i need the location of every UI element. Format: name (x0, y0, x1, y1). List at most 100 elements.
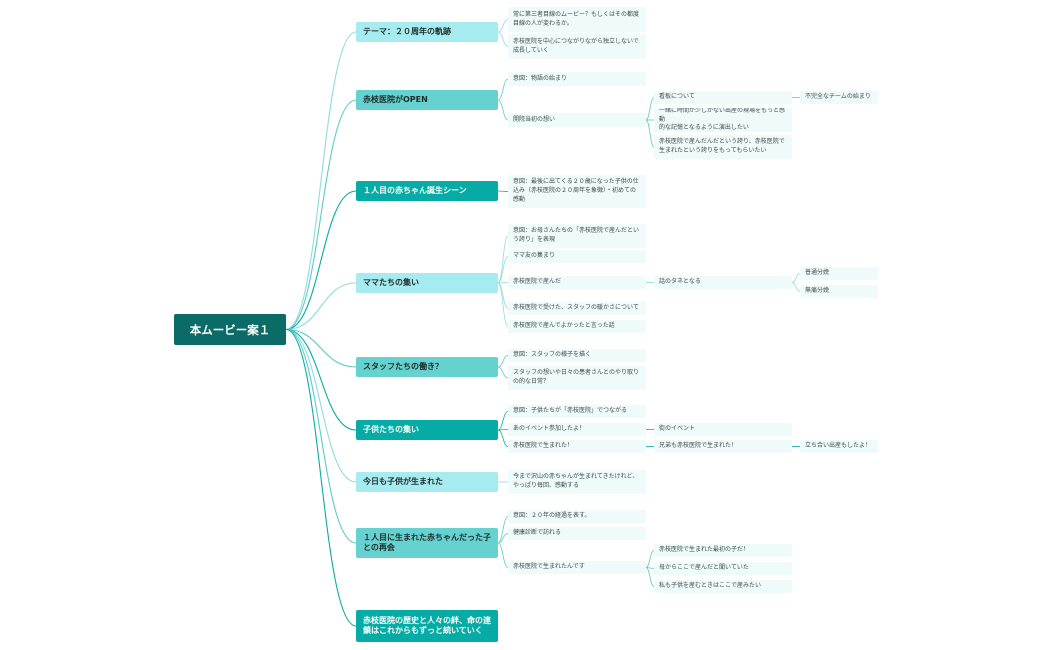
mindmap-node-b4d[interactable]: 赤枝医院で受けた、スタッフの暖かさについて (508, 302, 646, 315)
node-label: 常に第三者目線のムービー？もしくはその都度 目線の人が変わるか。 (513, 10, 640, 27)
connector-b1b (497, 31, 509, 47)
connector-b4a (497, 235, 509, 284)
mindmap-node-b4c1a[interactable]: 普通分娩 (800, 267, 878, 280)
mindmap-node-b6[interactable]: 子供たちの集い (356, 420, 498, 440)
mindmap-node-b7[interactable]: 今日も子供が生まれた (356, 472, 498, 492)
node-label: 意図：スタッフの様子を描く (513, 351, 592, 359)
node-label: 赤枝医院で産んでよかったと言った話 (513, 322, 615, 330)
connector-b6c (497, 429, 509, 447)
mindmap-node-b4a[interactable]: 意図：お母さんたちの「赤枝医院で産んだとい う誇り」を表現 (508, 224, 646, 248)
node-label: 看板について (659, 93, 695, 101)
mindmap-node-b8c3[interactable]: 私も子供を産むときはここで産みたい (654, 580, 792, 593)
mindmap-node-b6b[interactable]: あのイベント参加したよ！ (508, 423, 646, 436)
connector-b5 (285, 328, 357, 368)
mindmap-node-b2b3[interactable]: 赤枝医院で産んだんだという誇り、赤枝医院で 生まれたという誇りをもってもらいたい (654, 135, 792, 159)
mindmap-node-b5a[interactable]: 意図：スタッフの様子を描く (508, 349, 646, 362)
mindmap-node-b3[interactable]: １人目の赤ちゃん誕生シーン (356, 181, 498, 201)
node-label: 赤枝医院で産んだんだという誇り、赤枝医院で 生まれたという誇りをもってもらいたい (659, 138, 785, 154)
node-label: ママたちの集い (363, 277, 419, 287)
node-label: 意図：お母さんたちの「赤枝医院で産んだとい う誇り」を表現 (513, 227, 640, 243)
mindmap-node-b1[interactable]: テーマ：２０周年の軌跡 (356, 22, 498, 42)
connector-b6 (285, 328, 357, 431)
connector-b8b (497, 533, 509, 544)
node-label: 話のタネとなる (659, 278, 701, 286)
connector-b8c (497, 542, 509, 568)
mindmap-node-b8[interactable]: １人目に生まれた赤ちゃんだった子 との再会 (356, 528, 498, 558)
mindmap-node-b1a[interactable]: 常に第三者目線のムービー？もしくはその都度 目線の人が変わるか。 (508, 7, 646, 32)
mindmap-node-b4c[interactable]: 赤枝医院で産んだ (508, 276, 646, 289)
node-label: 今まで沢山の赤ちゃんが生まれてきたけれど、 やっぱり毎回、感動する (513, 473, 639, 489)
mindmap-node-b6c1[interactable]: 兄弟も赤枝医院で生まれた！ (654, 440, 792, 453)
mindmap-node-b4e[interactable]: 赤枝医院で産んでよかったと言った話 (508, 320, 646, 333)
connector-b8a (497, 516, 509, 544)
mindmap-node-b2b2[interactable]: 一緒に時間が少しかない出産の現場をもっと感動 的な記憶となるように演出したい (654, 108, 792, 132)
node-label: 赤枝医院の歴史と人々の絆、命の連 鎖はこれからもずっと続いていく (363, 615, 491, 636)
connector-b6a (497, 411, 509, 431)
mindmap-node-b6c1a[interactable]: 立ち合い出産もしたよ！ (800, 440, 878, 453)
connector-b4 (285, 282, 357, 331)
mindmap-node-root[interactable]: 本ムービー案１ (174, 314, 286, 345)
connector-b2b (497, 99, 509, 121)
connector-b4c1b (791, 282, 801, 292)
connector-b7 (285, 328, 357, 483)
mindmap-node-b5[interactable]: スタッフたちの働き？ (356, 357, 498, 377)
mindmap-node-b3a[interactable]: 意図：最後に出てくる２０歳になった子供の仕 込み（赤枝医院の２０周年を象徴）・初… (508, 175, 646, 208)
node-label: あのイベント参加したよ！ (513, 425, 586, 433)
connector-b5b (497, 366, 509, 379)
node-label: 開院当初の想い (513, 115, 556, 123)
connector-b5a (497, 355, 509, 368)
mindmap-node-b4c1[interactable]: 話のタネとなる (654, 276, 792, 289)
mindmap-node-b5b[interactable]: スタッフの想いや日々の患者さんとのやり取り の的な日常？ (508, 366, 646, 390)
connector-b2a (497, 78, 509, 101)
mindmap-node-b2b1[interactable]: 看板について (654, 91, 792, 104)
node-label: 意図：物語の始まり (513, 74, 568, 82)
node-label: 赤枝医院を中心につながりながら独立しないで 成長していく (513, 37, 639, 54)
connector-b4c1a (791, 273, 801, 283)
node-label: 不完全なチームの始まり (805, 93, 871, 101)
connector-b8 (285, 328, 357, 544)
mindmap-node-b8a[interactable]: 意図：２０年の経過を表す。 (508, 510, 646, 523)
node-label: スタッフたちの働き？ (363, 361, 443, 371)
node-label: １人目の赤ちゃん誕生シーン (363, 185, 467, 195)
node-label: 赤枝医院がOPEN (363, 94, 428, 104)
connector-b4e (497, 282, 509, 327)
mindmap-node-b2a[interactable]: 意図：物語の始まり (508, 72, 646, 86)
mindmap-node-b8c2[interactable]: 母からここで産んだと聞いていた (654, 562, 792, 575)
mindmap-node-b6b1[interactable]: 街のイベント (654, 423, 792, 436)
connector-b3a (497, 190, 509, 192)
mindmap-node-b9[interactable]: 赤枝医院の歴史と人々の絆、命の連 鎖はこれからもずっと続いていく (356, 610, 498, 642)
mindmap-node-b8c[interactable]: 赤枝医院で生まれたんです (508, 561, 646, 574)
node-label: 赤枝医院で生まれたんです (513, 563, 585, 571)
mindmap-node-b4b[interactable]: ママ友の集まり (508, 250, 646, 263)
mindmap-node-b4[interactable]: ママたちの集い (356, 273, 498, 293)
node-label: 母からここで産んだと聞いていた (659, 564, 749, 572)
mindmap-node-b1b[interactable]: 赤枝医院を中心につながりながら独立しないで 成長していく (508, 34, 646, 59)
connector-b3 (285, 190, 357, 331)
node-label: 子供たちの集い (363, 424, 419, 434)
connector-b4c (497, 282, 509, 284)
connector-b2 (285, 99, 357, 331)
node-label: 赤枝医院で産んだ (513, 278, 562, 286)
node-label: 兄弟も赤枝医院で生まれた！ (659, 442, 738, 450)
connector-b9 (285, 328, 357, 627)
node-label: 立ち合い出産もしたよ！ (805, 442, 872, 450)
node-label: １人目に生まれた赤ちゃんだった子 との再会 (363, 532, 491, 553)
mindmap-node-b2b1a[interactable]: 不完全なチームの始まり (800, 91, 878, 104)
mindmap-node-b2b[interactable]: 開院当初の想い (508, 113, 646, 127)
connector-b1a (497, 19, 509, 33)
mindmap-node-b7a[interactable]: 今まで沢山の赤ちゃんが生まれてきたけれど、 やっぱり毎回、感動する (508, 470, 646, 494)
mindmap-node-b2[interactable]: 赤枝医院がOPEN (356, 90, 498, 110)
mindmap-node-b4c1b[interactable]: 無痛分娩 (800, 285, 878, 298)
node-label: 街のイベント (659, 425, 696, 433)
mindmap-node-b8c1[interactable]: 赤枝医院で生まれた最初の子だ！ (654, 544, 792, 557)
mindmap-node-b6c[interactable]: 赤枝医院で生まれた！ (508, 440, 646, 453)
mindmap-node-b6a[interactable]: 意図：子供たちが「赤枝医院」でつながる (508, 405, 646, 418)
mindmap-node-b8b[interactable]: 健康診断で訪れる (508, 527, 646, 540)
connector-b2b3 (645, 119, 655, 148)
node-label: 普通分娩 (805, 269, 830, 277)
node-label: 本ムービー案１ (189, 322, 271, 337)
node-label: 赤枝医院で受けた、スタッフの暖かさについて (513, 304, 639, 312)
node-label: 一緒に時間が少しかない出産の現場をもっと感動 的な記憶となるように演出したい (659, 108, 786, 132)
connector-b1 (285, 31, 357, 331)
node-label: 私も子供を産むときはここで産みたい (659, 582, 762, 590)
